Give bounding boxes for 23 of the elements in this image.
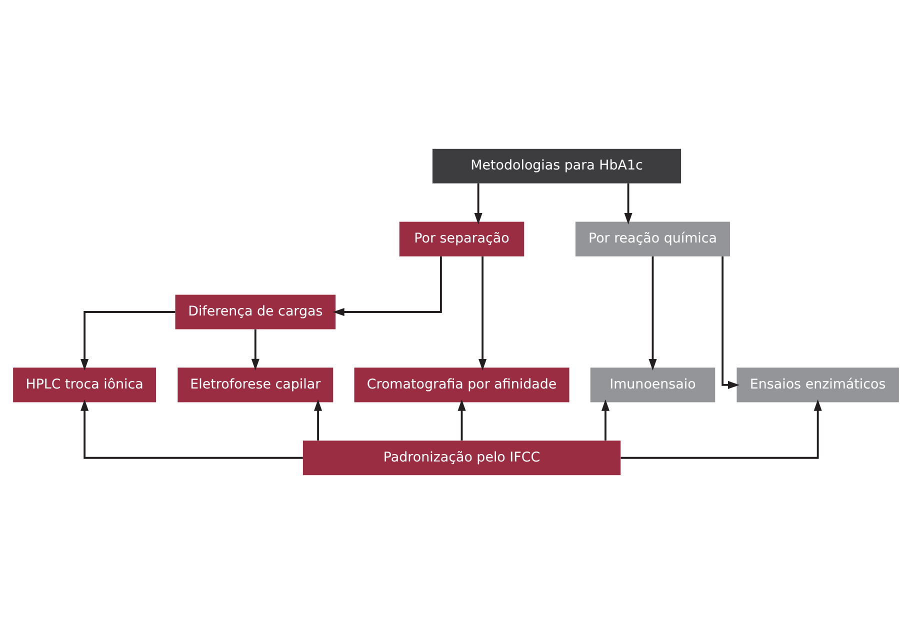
node-box: Por reação química <box>576 221 730 256</box>
node-box: Metodologias para HbA1c <box>432 148 682 183</box>
node-box: Por separação <box>399 221 524 256</box>
arrow <box>80 310 176 370</box>
node-box: Cromatografia por afinidade <box>354 367 570 402</box>
arrow <box>722 256 740 388</box>
arrow <box>624 182 632 224</box>
node-box: Imunoensaio <box>590 367 716 402</box>
arrow <box>478 256 487 370</box>
arrow <box>601 398 610 440</box>
node-box: HPLC troca iônica <box>13 367 156 402</box>
node-box: Ensaios enzimáticos <box>736 367 899 402</box>
arrow <box>251 328 260 370</box>
arrow <box>474 182 482 224</box>
arrow <box>314 398 322 440</box>
arrow <box>620 398 822 458</box>
arrow <box>80 398 303 458</box>
arrow <box>458 398 466 440</box>
node-box: Padronização pelo IFCC <box>302 440 621 475</box>
node-box: Eletroforese capilar <box>178 367 334 402</box>
arrow <box>332 256 442 316</box>
node-box: Diferença de cargas <box>175 294 336 329</box>
arrow <box>648 256 657 370</box>
